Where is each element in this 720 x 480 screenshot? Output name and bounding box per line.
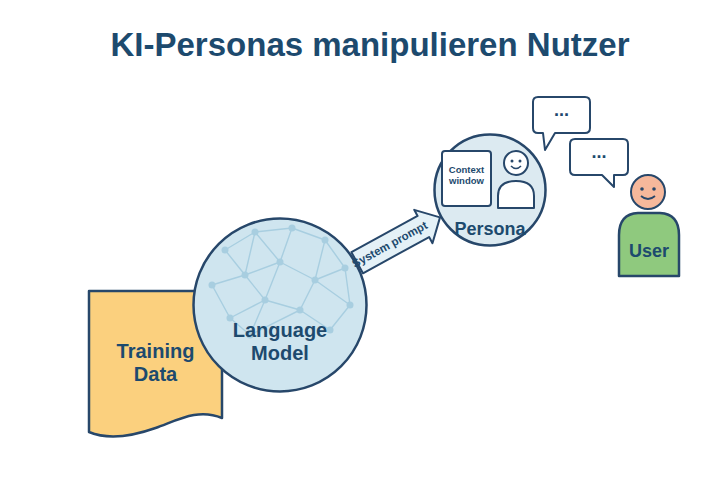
node-label: ...	[591, 142, 606, 163]
speech-bubble: ...	[533, 97, 590, 133]
node-label: ...	[554, 100, 569, 121]
context-window-box: Context window	[441, 150, 492, 207]
user-head	[631, 175, 665, 209]
node-label: User	[629, 241, 669, 262]
user-body-outline	[619, 213, 679, 276]
circle-outline	[435, 135, 546, 246]
model-circle: Language Model	[192, 217, 368, 393]
node-outline	[192, 217, 368, 393]
user-body: User	[618, 211, 680, 276]
user-eye	[640, 187, 644, 191]
circle-outline	[194, 219, 367, 392]
diagram-title: KI-Personas manipulieren Nutzer	[0, 26, 720, 64]
node-label: Language Model	[220, 319, 340, 365]
node-label: Context window	[443, 165, 491, 187]
bubble-outline	[570, 139, 628, 187]
node-label: Training Data	[101, 340, 211, 386]
box-outline	[442, 151, 491, 206]
node-label: Persona	[454, 219, 525, 240]
edge-label: System prompt	[351, 219, 430, 269]
user-mouth	[641, 196, 655, 199]
user-eye	[652, 187, 656, 191]
block-arrow	[351, 210, 440, 273]
speech-bubble: ...	[570, 139, 628, 175]
persona-circle: Persona Context window	[433, 133, 547, 247]
